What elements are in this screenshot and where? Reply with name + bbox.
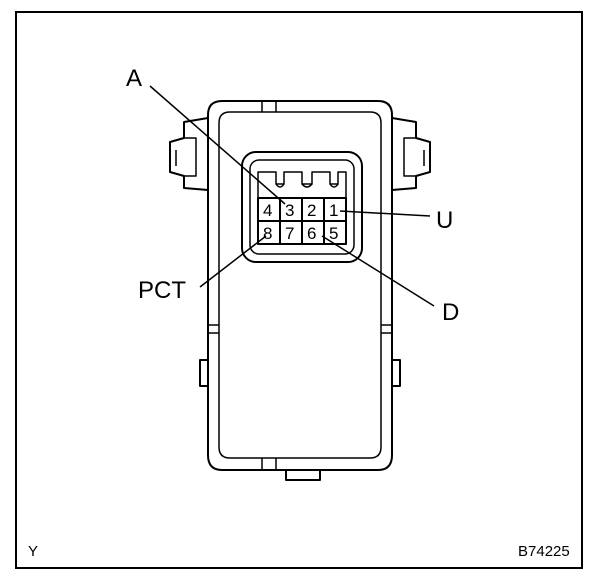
terminal-housing [241,151,363,263]
right-latch [391,117,431,387]
label-d: D [442,299,459,326]
pin-8: 8 [263,224,272,243]
leader-u [339,210,431,217]
pin-3: 3 [285,201,294,220]
pin-2: 2 [307,201,316,220]
leader-pct [199,235,267,288]
label-a: A [126,65,142,92]
diagram-frame [15,11,583,569]
leader-a [149,85,286,205]
label-u: U [436,207,453,234]
pin-7: 7 [285,224,294,243]
pin-5: 5 [329,224,338,243]
label-pct: PCT [138,277,186,304]
view-letter: Y [28,543,38,560]
pin-4: 4 [263,201,272,220]
left-latch [169,117,209,387]
connector-body [207,100,393,481]
figure-code: B74225 [518,543,570,560]
leader-d [321,235,435,307]
pin-6: 6 [307,224,316,243]
pin-1: 1 [329,201,338,220]
